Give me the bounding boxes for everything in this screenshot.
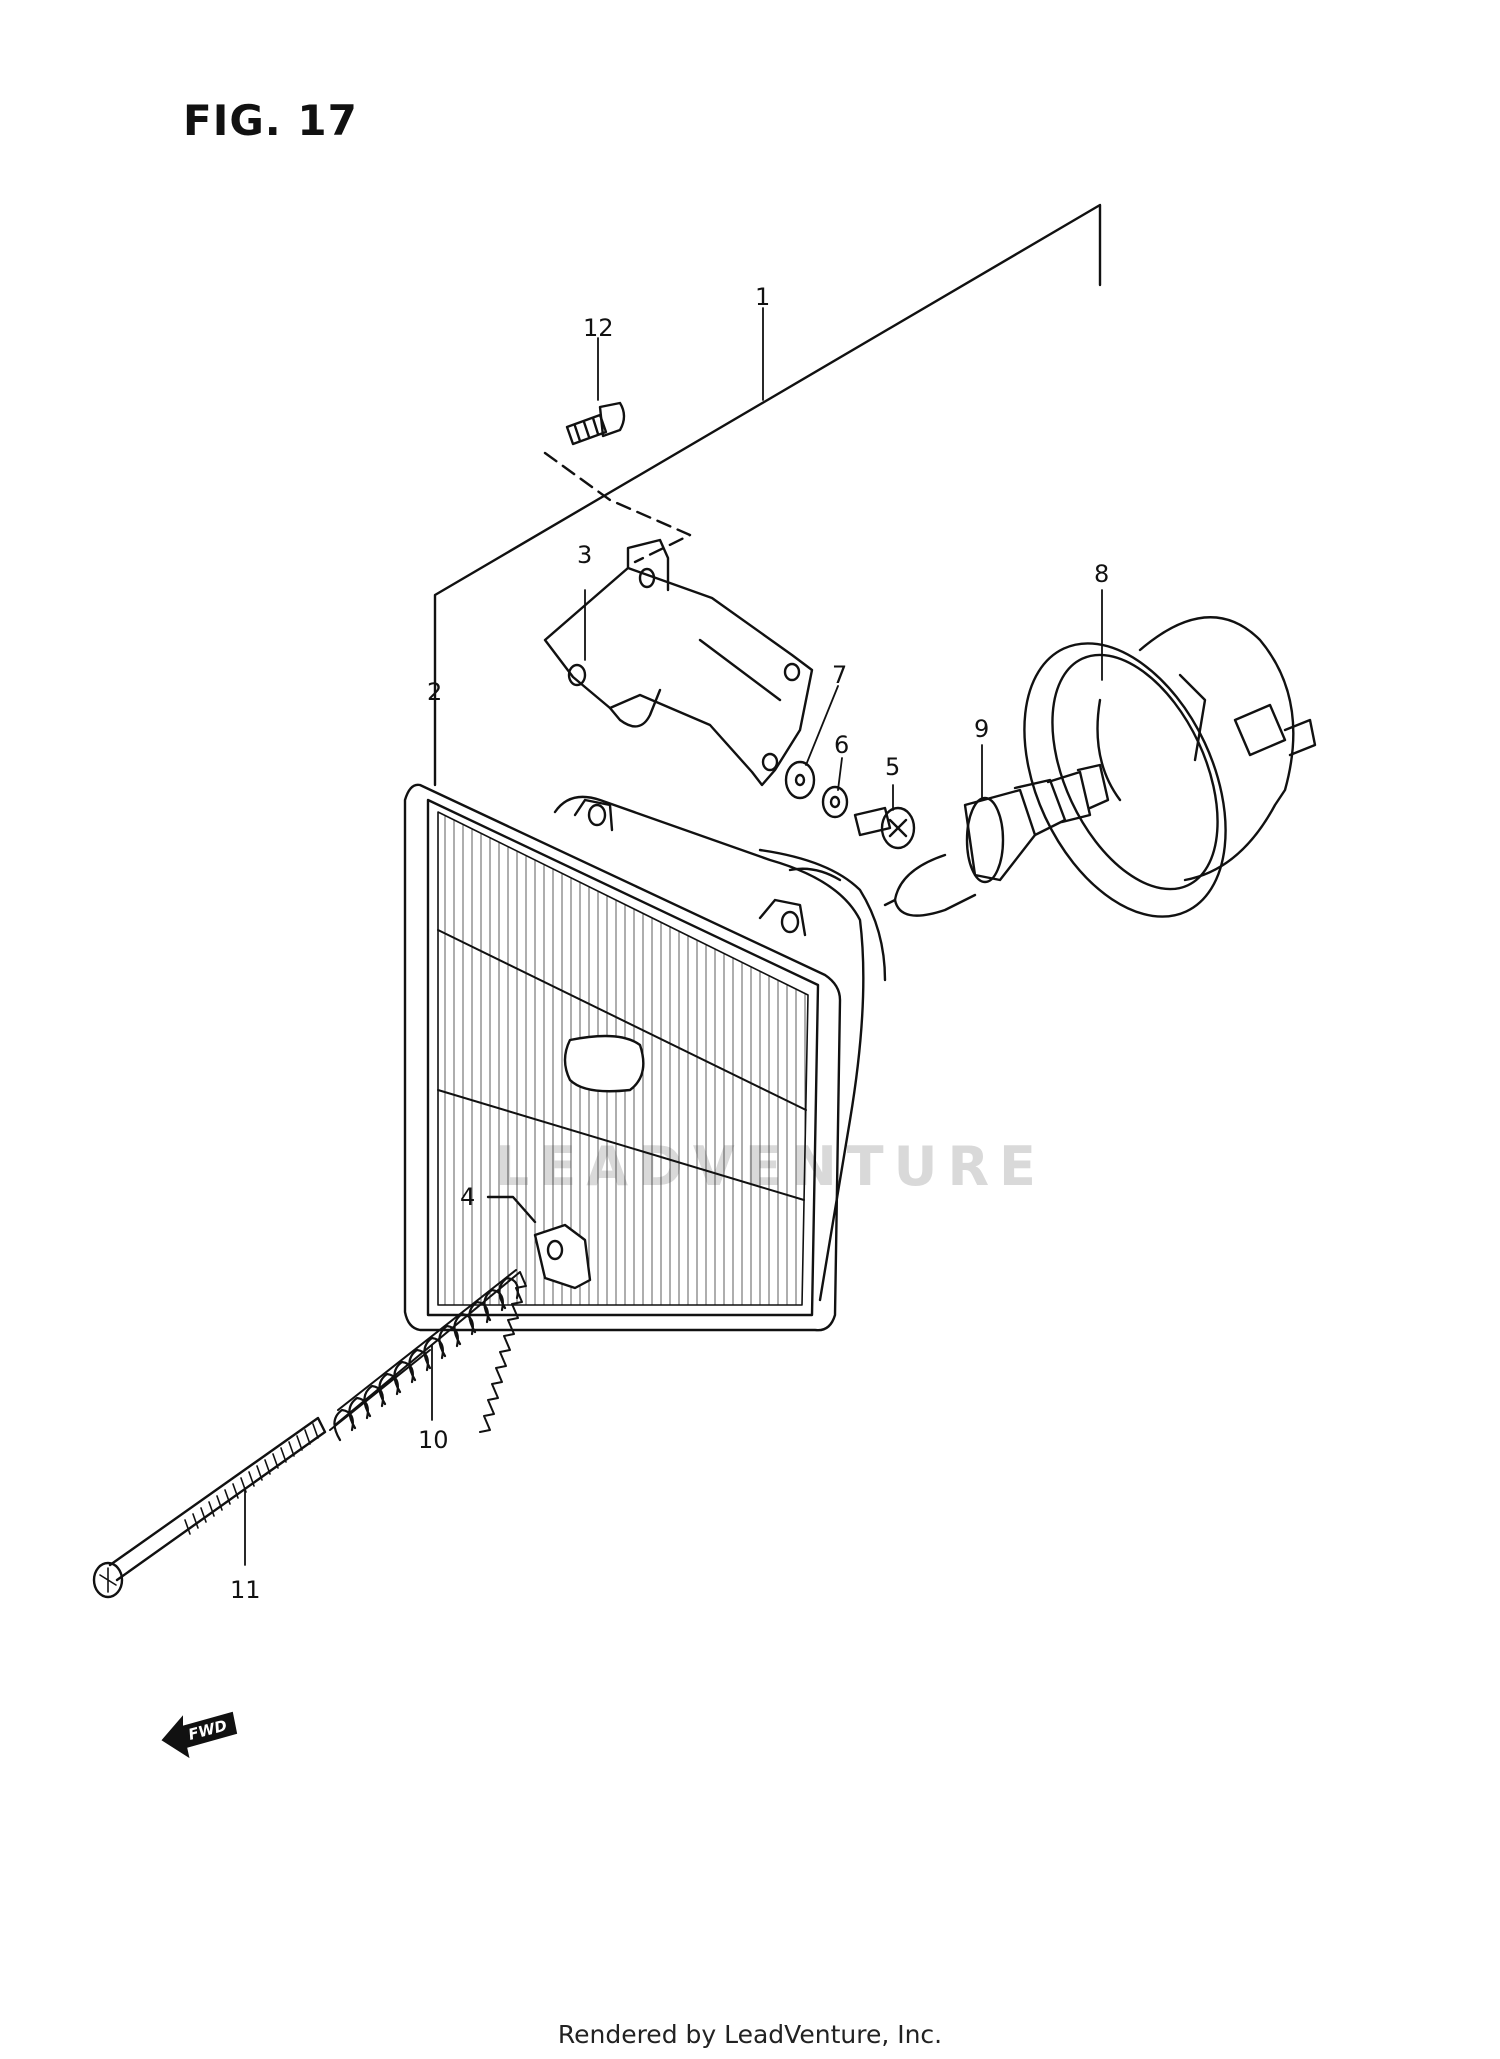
spring-coils	[333, 1276, 519, 1442]
adjusting-screw-part	[92, 1416, 327, 1599]
bracket-part	[543, 538, 814, 787]
lock-washer-part	[821, 785, 849, 819]
bolt-part	[565, 401, 626, 446]
screw-part	[853, 806, 916, 850]
socket-cover-part	[1023, 616, 1317, 918]
fwd-arrow-icon: FWD	[161, 1711, 238, 1759]
callout-5: 5	[885, 753, 900, 781]
callout-7: 7	[832, 661, 847, 689]
headlight-unit-part	[403, 783, 887, 1332]
spring-part	[329, 1269, 527, 1433]
callout-12: 12	[583, 314, 614, 342]
figure-title: FIG. 17	[183, 96, 358, 145]
callout-9: 9	[974, 715, 989, 743]
leader-lines	[244, 307, 1103, 1566]
callout-1: 1	[755, 283, 770, 311]
nut-part	[486, 1195, 592, 1290]
callout-8: 8	[1094, 560, 1109, 588]
callout-11: 11	[230, 1576, 261, 1604]
washer-part	[784, 760, 816, 800]
callout-10: 10	[418, 1426, 449, 1454]
parts-diagram: LEADVENTURE	[92, 203, 1317, 1759]
callout-3: 3	[577, 541, 592, 569]
callout-6: 6	[834, 731, 849, 759]
callout-2: 2	[427, 678, 442, 706]
assembly-bracket-line	[433, 203, 1102, 787]
callout-4: 4	[460, 1183, 475, 1211]
bulb-part	[883, 763, 1110, 917]
footer-credit: Rendered by LeadVenture, Inc.	[557, 2020, 943, 2049]
bolt-leader	[543, 451, 692, 564]
